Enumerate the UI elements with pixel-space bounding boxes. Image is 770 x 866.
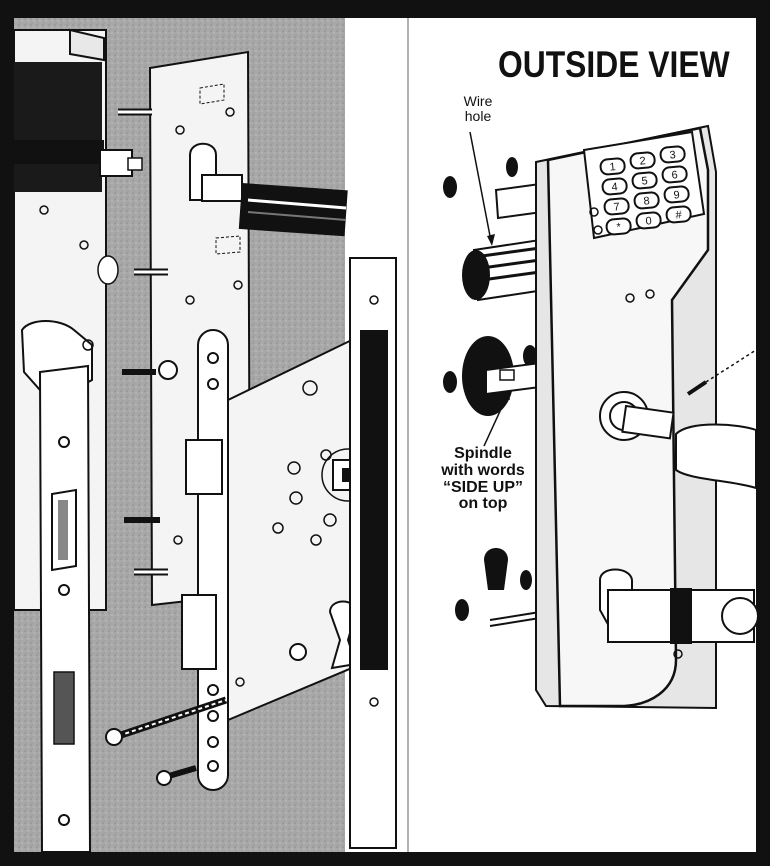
wire-bundle-left	[14, 140, 104, 164]
keypad-key-label: 2	[639, 155, 646, 167]
wire-hole-line-2: hole	[464, 107, 492, 124]
keypad-key-1: 1	[599, 157, 626, 176]
keypad-key-label: *	[616, 221, 622, 233]
wire-hole-line-1: Wire	[463, 93, 493, 109]
spindle-leader	[483, 397, 507, 447]
keypad-key-label: #	[675, 209, 683, 222]
wire-hole-leader	[469, 131, 491, 237]
keypad-key-3: 3	[659, 145, 686, 164]
keypad-key-7: 7	[603, 197, 630, 216]
keypad-key-label: 7	[613, 201, 620, 213]
keypad-key-label: 0	[645, 215, 652, 227]
dead-bolt	[181, 594, 217, 670]
keypad-key-8: 8	[633, 191, 660, 210]
keypad-key-9: 9	[663, 185, 690, 204]
keypad: 1 2 3 4 5 6 7 8 9 * 0 #	[599, 145, 692, 236]
wire-hole-callout: Wire hole	[438, 94, 518, 123]
keypad-key-5: 5	[631, 171, 658, 190]
keypad-key-2: 2	[629, 151, 656, 170]
door-cutaway-dark	[14, 62, 102, 192]
keypad-key-label: 3	[669, 149, 676, 161]
keypad-key-label: 9	[673, 189, 680, 201]
wire-bundle-right	[238, 183, 348, 237]
keypad-key-star: *	[605, 217, 632, 236]
outside-view-title: OUTSIDE VIEW	[498, 44, 730, 85]
spindle-line-1: Spindle	[454, 445, 512, 462]
keypad-key-4: 4	[601, 177, 628, 196]
spindle-callout: Spindle with words “SIDE UP” on top	[418, 445, 548, 513]
keypad-key-6: 6	[661, 165, 688, 184]
right-panel: 1 2 3 4 5 6 7 8 9 * 0 #	[443, 124, 759, 710]
keypad-key-hash: #	[665, 205, 692, 224]
connector-left	[99, 149, 133, 177]
keypad-key-0: 0	[635, 211, 662, 230]
keypad-key-label: 8	[643, 195, 650, 207]
latch-bolt	[185, 439, 223, 495]
left-panel	[13, 18, 409, 853]
cylinder-hole	[484, 548, 508, 590]
keypad-key-label: 5	[641, 175, 648, 187]
strike-plate	[38, 364, 92, 853]
keypad-key-label: 1	[609, 161, 616, 173]
spindle-line-3: “SIDE UP”	[442, 478, 523, 496]
keypad-key-label: 4	[611, 181, 618, 193]
spindle-line-2: with words	[441, 461, 525, 479]
keypad-key-label: 6	[671, 169, 678, 181]
lever-handle	[675, 423, 757, 490]
spindle-line-4: on top	[458, 495, 508, 513]
